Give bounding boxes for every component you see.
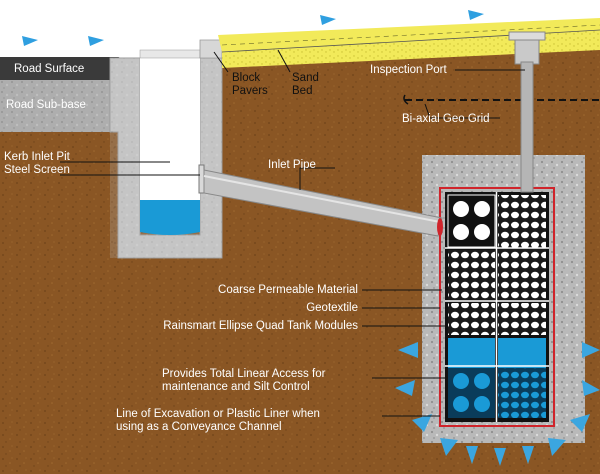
- flow-arrow-icon: [22, 10, 484, 46]
- label-access-line2: maintenance and Silt Control: [162, 381, 310, 393]
- label-inlet-pipe: Inlet Pipe: [268, 159, 316, 171]
- inspection-port: [520, 61, 534, 193]
- inlet-pipe: [203, 169, 443, 237]
- label-sand-bed-line1: Sand: [292, 72, 319, 84]
- sand-bed: [222, 30, 600, 68]
- label-road-subbase: Road Sub-base: [6, 99, 86, 111]
- leader-lines: [60, 49, 525, 417]
- kerb-inlet-pit: [140, 58, 200, 232]
- road-surface: [0, 57, 122, 80]
- drain-arrow-icon: [395, 342, 600, 466]
- label-excavation-line2: using as a Conveyance Channel: [116, 421, 282, 433]
- pit-water: [140, 200, 200, 235]
- label-inspection-port: Inspection Port: [370, 64, 447, 76]
- label-coarse-material: Coarse Permeable Material: [218, 284, 358, 296]
- label-kerb-inlet-pit: Kerb Inlet Pit: [4, 151, 70, 163]
- label-sand-bed-line2: Bed: [292, 85, 313, 97]
- label-road-surface: Road Surface: [14, 63, 85, 75]
- steel-screen: [198, 164, 205, 194]
- block-pavers: [218, 18, 600, 52]
- label-steel-screen: Steel Screen: [4, 164, 70, 176]
- label-geo-grid: Bi-axial Geo Grid: [402, 113, 490, 125]
- label-geotextile: Geotextile: [306, 302, 358, 314]
- label-tank-modules: Rainsmart Ellipse Quad Tank Modules: [163, 320, 358, 332]
- label-block-pavers-line1: Block: [232, 72, 261, 84]
- geotextile-layer: [439, 187, 555, 427]
- label-block-pavers-line2: Pavers: [232, 85, 268, 97]
- label-excavation-line1: Line of Excavation or Plastic Liner when: [116, 408, 320, 420]
- label-access-line1: Provides Total Linear Access for: [162, 368, 326, 380]
